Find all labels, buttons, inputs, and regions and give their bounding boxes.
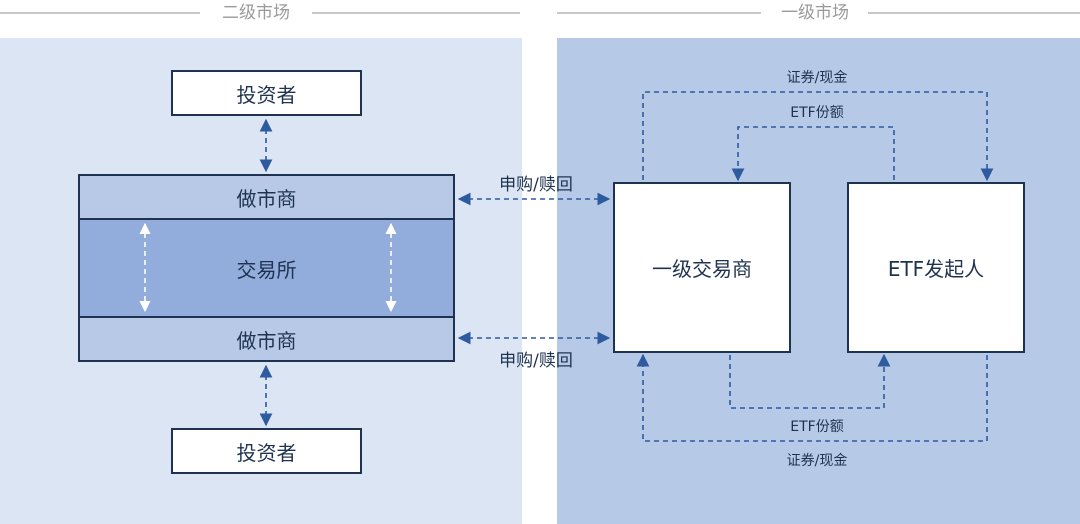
label-subscribe-lower: 申购/赎回	[499, 351, 573, 371]
primary-dealer-box: 一级交易商	[613, 182, 791, 353]
label-securities-cash-top: 证券/现金	[786, 70, 848, 86]
secondary-market-header: 二级市场	[212, 0, 300, 26]
label-securities-cash-bottom: 证券/现金	[786, 453, 848, 469]
market-maker-box-top: 做市商	[78, 174, 455, 220]
market-maker-box-bottom: 做市商	[78, 316, 455, 362]
primary-market-header: 一级市场	[771, 0, 859, 26]
header-line-right-b	[868, 12, 1080, 14]
exchange-box: 交易所	[78, 218, 455, 318]
investor-box-top: 投资者	[171, 70, 362, 116]
etf-sponsor-box: ETF发起人	[847, 182, 1025, 353]
label-etf-shares-bottom: ETF份额	[790, 419, 844, 435]
header-line-left-a	[0, 12, 200, 14]
investor-box-bottom: 投资者	[171, 428, 362, 474]
label-etf-shares-top: ETF份额	[790, 105, 844, 121]
header-line-right-a	[557, 12, 761, 14]
header-line-left-b	[312, 12, 520, 14]
label-subscribe-upper: 申购/赎回	[499, 175, 573, 195]
